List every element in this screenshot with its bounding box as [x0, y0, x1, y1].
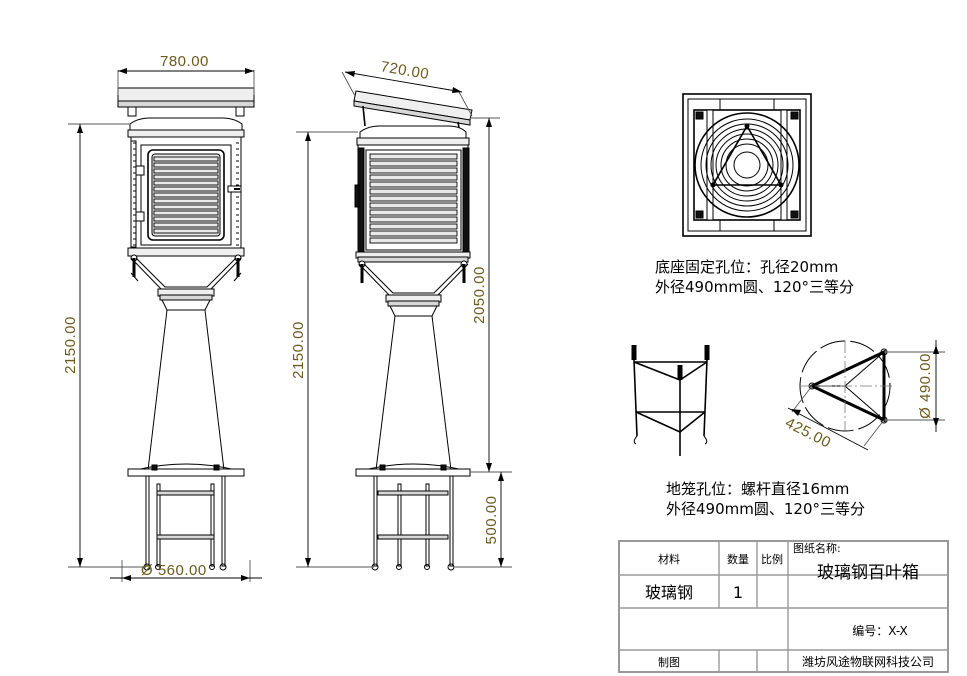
titleblock-value-material: 玻璃钢	[645, 583, 693, 602]
dim-side-base-height: 500.00	[483, 496, 500, 545]
bolt-triangle	[711, 124, 783, 186]
titleblock-value-quantity: 1	[733, 583, 743, 602]
support-pins	[132, 258, 240, 277]
dim-side-body-height: 2050.00	[471, 266, 488, 324]
dim-base-diameter: Ø 560.00	[141, 562, 207, 579]
titleblock-company: 潍坊风途物联网科技公司	[802, 654, 934, 669]
ground-cage-isometric-view	[631, 345, 710, 456]
titleblock-header-material: 材料	[658, 552, 680, 566]
front-elevation-view	[117, 87, 255, 571]
titleblock-header-quantity: 数量	[727, 553, 749, 566]
note-cage-hole-line1: 地笼孔位：螺杆直径16mm	[666, 480, 849, 498]
title-block	[618, 540, 949, 673]
front-view-dimensions	[68, 68, 262, 582]
titleblock-number: 编号：X-X	[852, 623, 908, 638]
note-base-hole-line1: 底座固定孔位：孔径20mm	[655, 258, 838, 276]
side-elevation-view	[353, 90, 473, 571]
base-cage-side	[371, 475, 455, 571]
hinge-texture-left	[130, 140, 137, 248]
dim-front-height: 2150.00	[62, 316, 79, 374]
hinge-lower	[135, 211, 145, 222]
titleblock-drafter-label: 制图	[658, 656, 680, 669]
dim-bolt-circle-diameter: Ø 490.00	[917, 353, 934, 419]
bolt-circle-detail-view	[787, 340, 945, 451]
dim-front-width: 780.00	[160, 53, 209, 70]
titleblock-drawing-name: 玻璃钢百叶箱	[817, 563, 919, 583]
titleblock-header-scale: 比例	[761, 552, 783, 566]
door-louver-slats	[153, 156, 219, 234]
base-cage-front	[143, 475, 227, 571]
top-plan-detail-view	[682, 93, 812, 237]
dim-bolt-chord: 425.00	[782, 414, 833, 451]
hinge-upper	[135, 165, 145, 176]
note-cage-hole-line2: 外径490mm圆、120°三等分	[666, 500, 865, 518]
titleblock-drawing-name-label: 图纸名称:	[793, 541, 841, 555]
side-view-dimensions	[296, 71, 512, 568]
side-louver-slats	[369, 153, 458, 244]
dim-side-height: 2150.00	[290, 321, 307, 379]
note-base-hole-line2: 外径490mm圆、120°三等分	[655, 278, 854, 296]
